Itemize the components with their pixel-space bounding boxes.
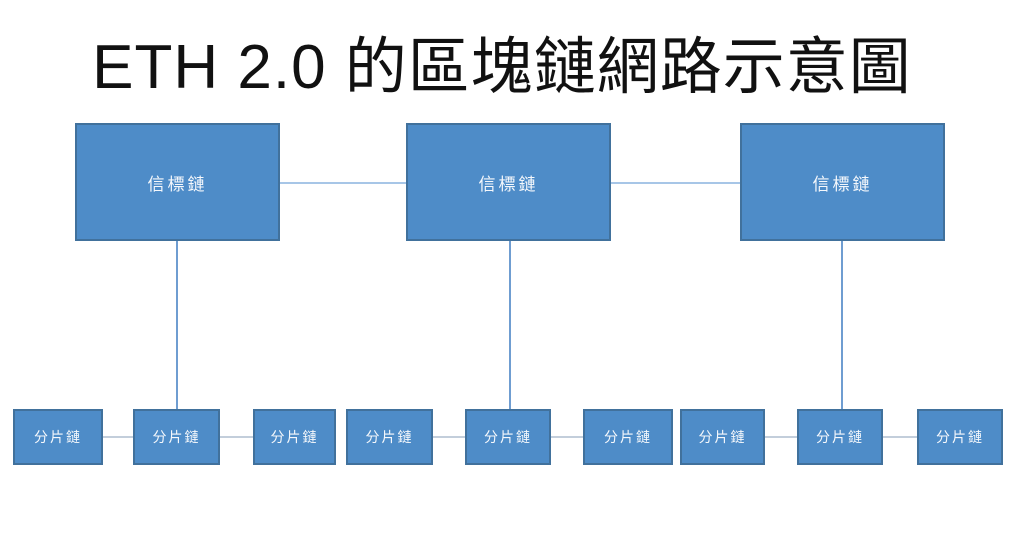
shard-chain-label: 分片鏈 xyxy=(152,429,201,445)
beacon-connector-2-3 xyxy=(611,182,740,184)
shard-chain-label: 分片鏈 xyxy=(34,429,82,445)
shard-chain-label: 分片鏈 xyxy=(816,429,864,445)
shard-chain-label: 分片鏈 xyxy=(270,429,319,445)
shard-chain-node: 分片鏈 xyxy=(253,409,336,465)
shard-connector-2-3 xyxy=(220,436,253,438)
shard-connector-4-5 xyxy=(433,436,465,438)
beacon-chain-label: 信標鏈 xyxy=(478,174,539,194)
shard-chain-node: 分片鏈 xyxy=(13,409,103,465)
vertical-connector-2 xyxy=(509,241,511,409)
beacon-chain-label: 信標鏈 xyxy=(812,174,873,194)
shard-chain-label: 分片鏈 xyxy=(604,429,652,445)
shard-chain-node: 分片鏈 xyxy=(465,409,551,465)
vertical-connector-1 xyxy=(176,241,178,409)
beacon-chain-node: 信標鏈 xyxy=(406,123,611,241)
shard-chain-node: 分片鏈 xyxy=(346,409,433,465)
diagram-title: ETH 2.0 的區塊鏈網路示意圖 xyxy=(92,33,912,102)
shard-connector-7-8 xyxy=(765,436,797,438)
shard-chain-label: 分片鏈 xyxy=(698,429,747,445)
shard-connector-5-6 xyxy=(551,436,583,438)
shard-chain-label: 分片鏈 xyxy=(365,429,414,445)
shard-connector-1-2 xyxy=(103,436,133,438)
beacon-chain-node: 信標鏈 xyxy=(740,123,945,241)
shard-connector-8-9 xyxy=(883,436,917,438)
shard-chain-node: 分片鏈 xyxy=(583,409,673,465)
beacon-chain-node: 信標鏈 xyxy=(75,123,280,241)
beacon-chain-label: 信標鏈 xyxy=(147,174,208,194)
beacon-connector-1-2 xyxy=(280,182,406,184)
shard-chain-node: 分片鏈 xyxy=(680,409,765,465)
shard-chain-node: 分片鏈 xyxy=(917,409,1003,465)
shard-chain-node: 分片鏈 xyxy=(133,409,220,465)
shard-chain-label: 分片鏈 xyxy=(484,429,532,445)
shard-chain-label: 分片鏈 xyxy=(936,429,984,445)
shard-chain-node: 分片鏈 xyxy=(797,409,883,465)
vertical-connector-3 xyxy=(841,241,843,409)
